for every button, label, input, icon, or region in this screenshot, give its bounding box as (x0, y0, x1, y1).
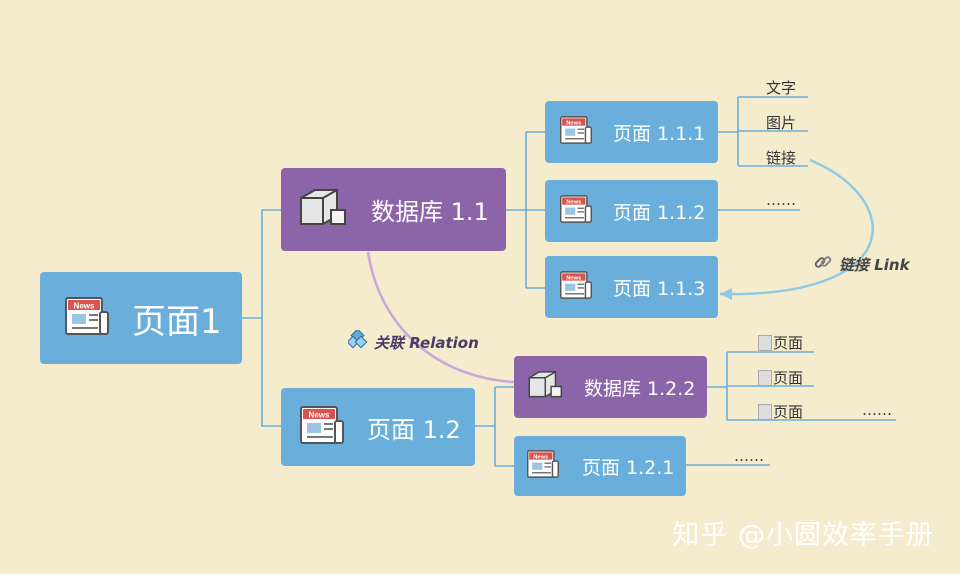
svg-text:News: News (74, 302, 95, 311)
database-1-1-label: 数据库 1.1 (371, 198, 489, 226)
svg-text:News: News (533, 455, 548, 461)
page-1-1-1-node[interactable]: News 页面 1.1.1 (545, 101, 718, 163)
svg-text:News: News (309, 411, 330, 420)
news-icon: News (64, 294, 110, 342)
leaf-ellipsis[interactable]: …… (862, 401, 892, 419)
page-1-1-3-label: 页面 1.1.3 (613, 277, 706, 300)
news-icon: News (559, 193, 593, 229)
leaf-text[interactable]: 文字 (766, 79, 797, 97)
news-icon: News (559, 269, 593, 305)
database-1-2-2-node[interactable]: 数据库 1.2.2 (514, 356, 707, 418)
news-icon: News (299, 403, 345, 451)
document-icon (758, 334, 772, 351)
svg-text:News: News (566, 276, 581, 282)
svg-text:News: News (566, 200, 581, 206)
news-icon: News (559, 114, 593, 150)
leaf-page[interactable]: 页面 (758, 401, 803, 422)
page-1-2-node[interactable]: News 页面 1.2 (281, 388, 475, 466)
page-1-1-2-label: 页面 1.1.2 (613, 201, 706, 224)
page-1-1-1-label: 页面 1.1.1 (613, 122, 706, 145)
news-icon: News (526, 448, 560, 484)
document-icon (758, 403, 772, 420)
leaf-ellipsis[interactable]: …… (734, 447, 764, 465)
database-box-icon (526, 369, 566, 405)
leaf-page[interactable]: 页面 (758, 332, 803, 353)
root-label: 页面1 (132, 301, 222, 342)
chain-link-icon (813, 252, 833, 276)
link-label[interactable]: 链接 Link (813, 252, 910, 276)
leaf-image[interactable]: 图片 (766, 114, 797, 132)
watermark: 知乎 @小圆效率手册 (672, 520, 934, 551)
database-1-1-node[interactable]: 数据库 1.1 (281, 168, 506, 251)
relation-icon (346, 328, 368, 354)
svg-text:News: News (566, 121, 581, 127)
database-1-2-2-label: 数据库 1.2.2 (584, 377, 696, 400)
page-1-2-label: 页面 1.2 (367, 415, 461, 444)
leaf-link[interactable]: 链接 (766, 149, 797, 167)
leaf-page[interactable]: 页面 (758, 367, 803, 388)
database-box-icon (297, 186, 351, 234)
relation-label[interactable]: 关联 Relation (346, 328, 479, 354)
page-1-1-2-node[interactable]: News 页面 1.1.2 (545, 180, 718, 242)
document-icon (758, 369, 772, 386)
root-node[interactable]: News 页面1 (40, 272, 242, 364)
page-1-1-3-node[interactable]: News 页面 1.1.3 (545, 256, 718, 318)
page-1-2-1-node[interactable]: News 页面 1.2.1 (514, 436, 686, 496)
page-1-2-1-label: 页面 1.2.1 (582, 456, 675, 479)
leaf-ellipsis[interactable]: …… (766, 191, 796, 209)
